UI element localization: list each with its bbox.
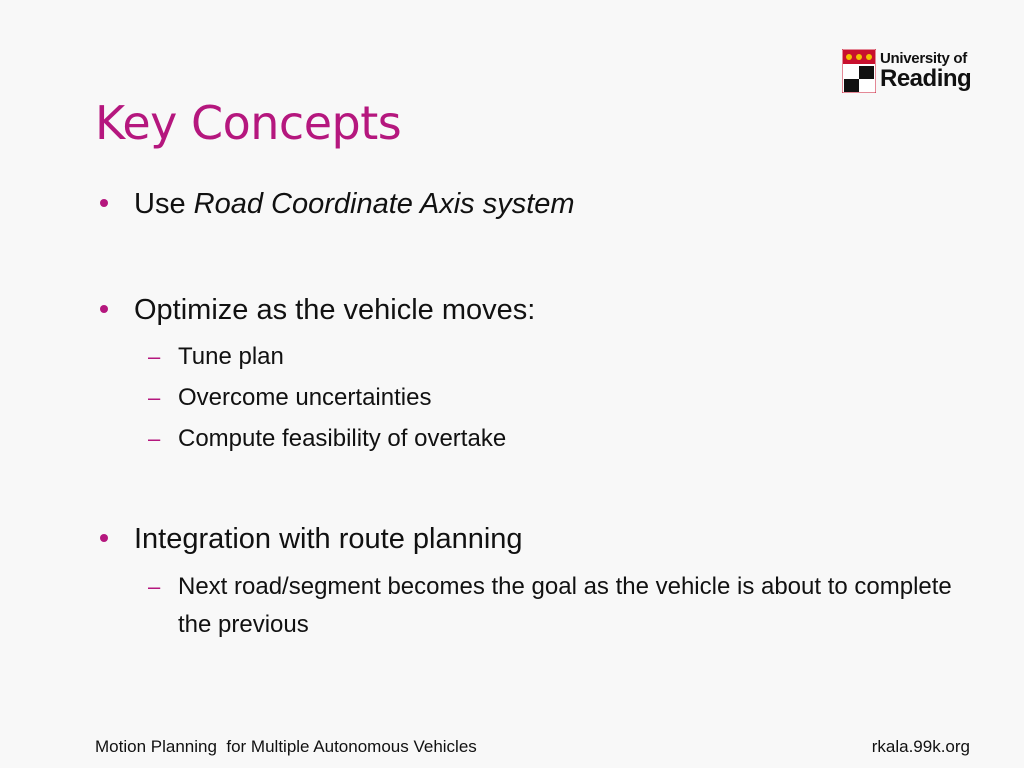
bullet-dot-icon	[100, 305, 108, 313]
sub-item-text: Compute feasibility of overtake	[178, 425, 507, 452]
bullet-prefix: Use	[134, 188, 194, 220]
sub-item-text: Next road/segment becomes the goal as th…	[178, 573, 952, 638]
bullet-emphasis: Road Coordinate Axis system	[193, 188, 575, 220]
crest-icon	[842, 49, 876, 93]
sub-item: – Compute feasibility of overtake	[148, 420, 968, 458]
university-logo: University of Reading	[842, 48, 976, 94]
bullet-text: Integration with route planning	[134, 523, 523, 555]
sub-item-text: Overcome uncertainties	[178, 384, 432, 411]
sub-item: – Next road/segment becomes the goal as …	[148, 568, 968, 644]
logo-line-2: Reading	[880, 65, 972, 92]
bullet-item-3: Integration with route planning	[96, 523, 523, 556]
logo-line-1: University of	[880, 50, 967, 67]
bullet-dot-icon	[100, 199, 108, 207]
slide-title: Key Concepts	[95, 96, 402, 150]
footer-url: rkala.99k.org	[871, 737, 970, 756]
bullet-item-2: Optimize as the vehicle moves:	[96, 294, 535, 327]
bullet-item-1: Use Road Coordinate Axis system	[96, 188, 575, 221]
bullet-text: Use Road Coordinate Axis system	[134, 188, 575, 221]
dash-icon: –	[148, 574, 161, 599]
dash-icon: –	[148, 344, 161, 369]
dash-icon: –	[148, 385, 161, 410]
footer-title: Motion Planning for Multiple Autonomous …	[95, 737, 477, 756]
logo-wordmark: University of Reading	[880, 50, 972, 92]
sub-item: – Overcome uncertainties	[148, 379, 968, 417]
bullet-text: Optimize as the vehicle moves:	[134, 294, 536, 326]
bullet-dot-icon	[100, 534, 108, 542]
sub-item: – Tune plan	[148, 338, 968, 376]
sub-item-text: Tune plan	[178, 343, 284, 370]
dash-icon: –	[148, 426, 161, 451]
